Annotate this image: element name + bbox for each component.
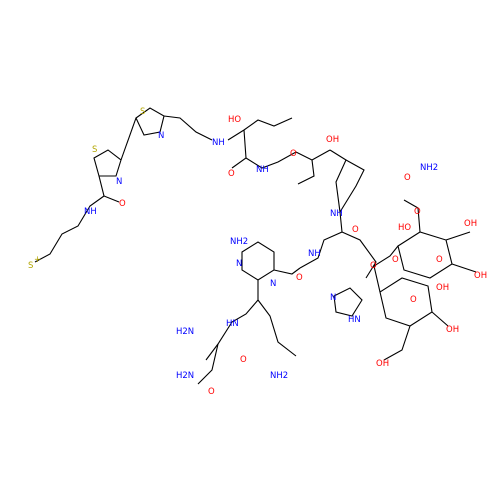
atom-label: HN [348,315,361,325]
atom-label: O [436,255,443,265]
atom-label: O [410,295,417,305]
atom-label: OH [474,271,487,281]
atom-label: HN [226,319,239,329]
atom-label: NH2 [420,163,438,173]
atom-label: H2N [176,327,194,337]
atom-label: OH [376,359,389,369]
atom-label: HO [398,223,411,233]
atom-label: O [404,173,411,183]
atom-labels: S N S N NH HO NH OH NH O O O O NH S + NH… [28,107,487,397]
atom-label: NH [308,249,321,259]
bond-skeleton [34,107,477,385]
atom-label: NH [84,207,97,217]
atom-label: O [240,355,247,365]
atom-label: N [330,293,336,303]
atom-label: N [270,279,276,289]
atom-label: S [140,107,145,117]
atom-label: O [352,225,359,235]
atom-label: O [392,255,399,265]
atom-label: S [28,261,33,271]
atom-label: O [290,149,297,159]
atom-label: NH [256,165,269,175]
atom-label: O [296,273,303,283]
atom-label: O [370,261,377,271]
atom-label: OH [326,135,339,145]
atom-label: NH [212,138,225,148]
atom-label: N [236,259,242,269]
atom-label: OH [436,283,449,293]
atom-label: O [228,169,235,179]
atom-label: N [116,177,122,187]
atom-label: N [158,131,164,141]
atom-label: O [414,207,421,217]
atom-label: NH2 [230,237,248,247]
atom-label: OH [464,219,477,229]
atom-label: O [119,199,126,209]
atom-label: NH2 [270,371,288,381]
atom-label: S [92,145,97,155]
atom-label: NH [330,209,343,219]
atom-label: HO [228,115,241,125]
atom-label: + [34,255,41,265]
atom-label: O [208,387,215,397]
atom-label: OH [446,325,459,335]
atom-label: H2N [176,371,194,381]
